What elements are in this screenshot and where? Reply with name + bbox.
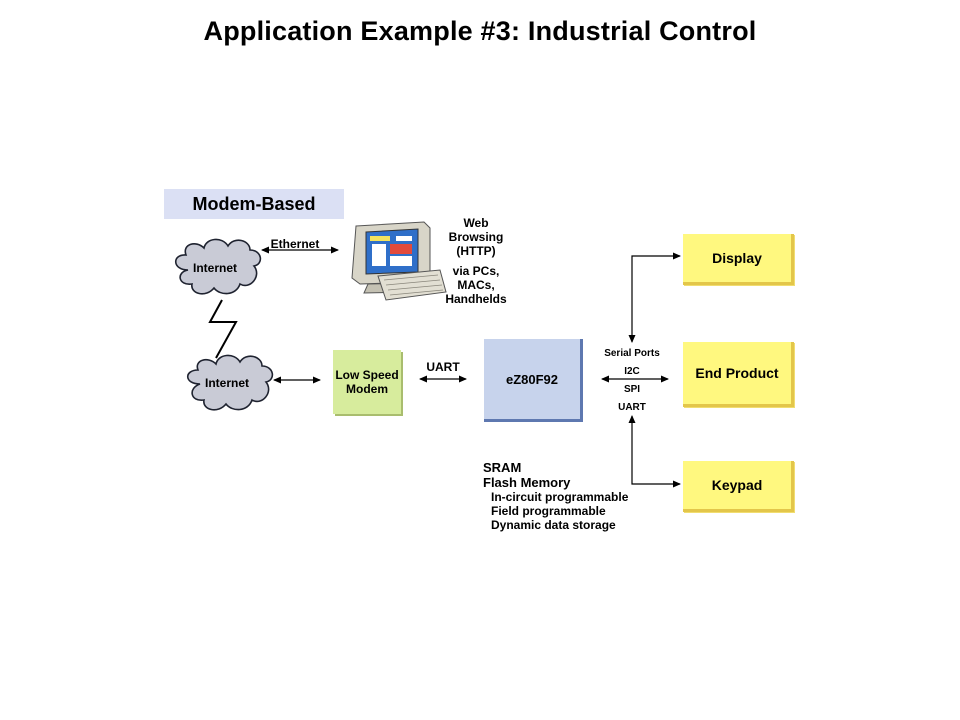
computer-icon: [351, 221, 447, 301]
memory-feature-item: Dynamic data storage: [491, 518, 616, 532]
serial-display-connector: [628, 252, 681, 343]
modem-based-tag: Modem-Based: [164, 189, 344, 219]
web-text-line: via PCs,: [452, 264, 500, 278]
modem-label-line: Low Speed: [335, 368, 399, 382]
cloud-icon-top: [174, 238, 262, 295]
web-text-line: MACs,: [457, 278, 495, 292]
i2c-label: I2C: [624, 366, 640, 377]
display-box: Display: [683, 234, 794, 285]
modem-label-line: Modem: [346, 382, 388, 396]
memory-features: SRAM Flash Memory In-circuit programmabl…: [483, 460, 683, 532]
ethernet-label: Ethernet: [270, 237, 320, 251]
dialup-zigzag: [208, 299, 238, 359]
web-text-line: Web: [463, 216, 489, 230]
sram-label: SRAM: [483, 460, 522, 475]
serial-keypad-connector: [628, 415, 681, 488]
web-text-line: Browsing: [448, 230, 504, 244]
page-title: Application Example #3: Industrial Contr…: [203, 16, 757, 46]
web-browsing-text: Web Browsing (HTTP) via PCs, MACs, Handh…: [436, 216, 516, 306]
memory-feature-item: Field programmable: [491, 504, 606, 518]
serial-uart-label: UART: [618, 402, 646, 413]
low-speed-modem-box: Low Speed Modem: [333, 350, 401, 414]
uart-link-label: UART: [426, 360, 460, 374]
internet-label-top: Internet: [193, 261, 238, 275]
cloud-icon-bottom: [186, 354, 274, 411]
flash-memory-label: Flash Memory: [483, 475, 571, 490]
web-text-line: (HTTP): [456, 244, 496, 258]
end-product-box: End Product: [683, 342, 794, 407]
ez80f92-chip-box: eZ80F92: [484, 339, 583, 422]
memory-feature-item: In-circuit programmable: [491, 490, 629, 504]
web-text-line: Handhelds: [445, 292, 507, 306]
spi-label: SPI: [623, 384, 641, 395]
internet-label-bottom: Internet: [205, 376, 250, 390]
keypad-box: Keypad: [683, 461, 794, 512]
serial-ports-label: Serial Ports: [604, 348, 660, 359]
